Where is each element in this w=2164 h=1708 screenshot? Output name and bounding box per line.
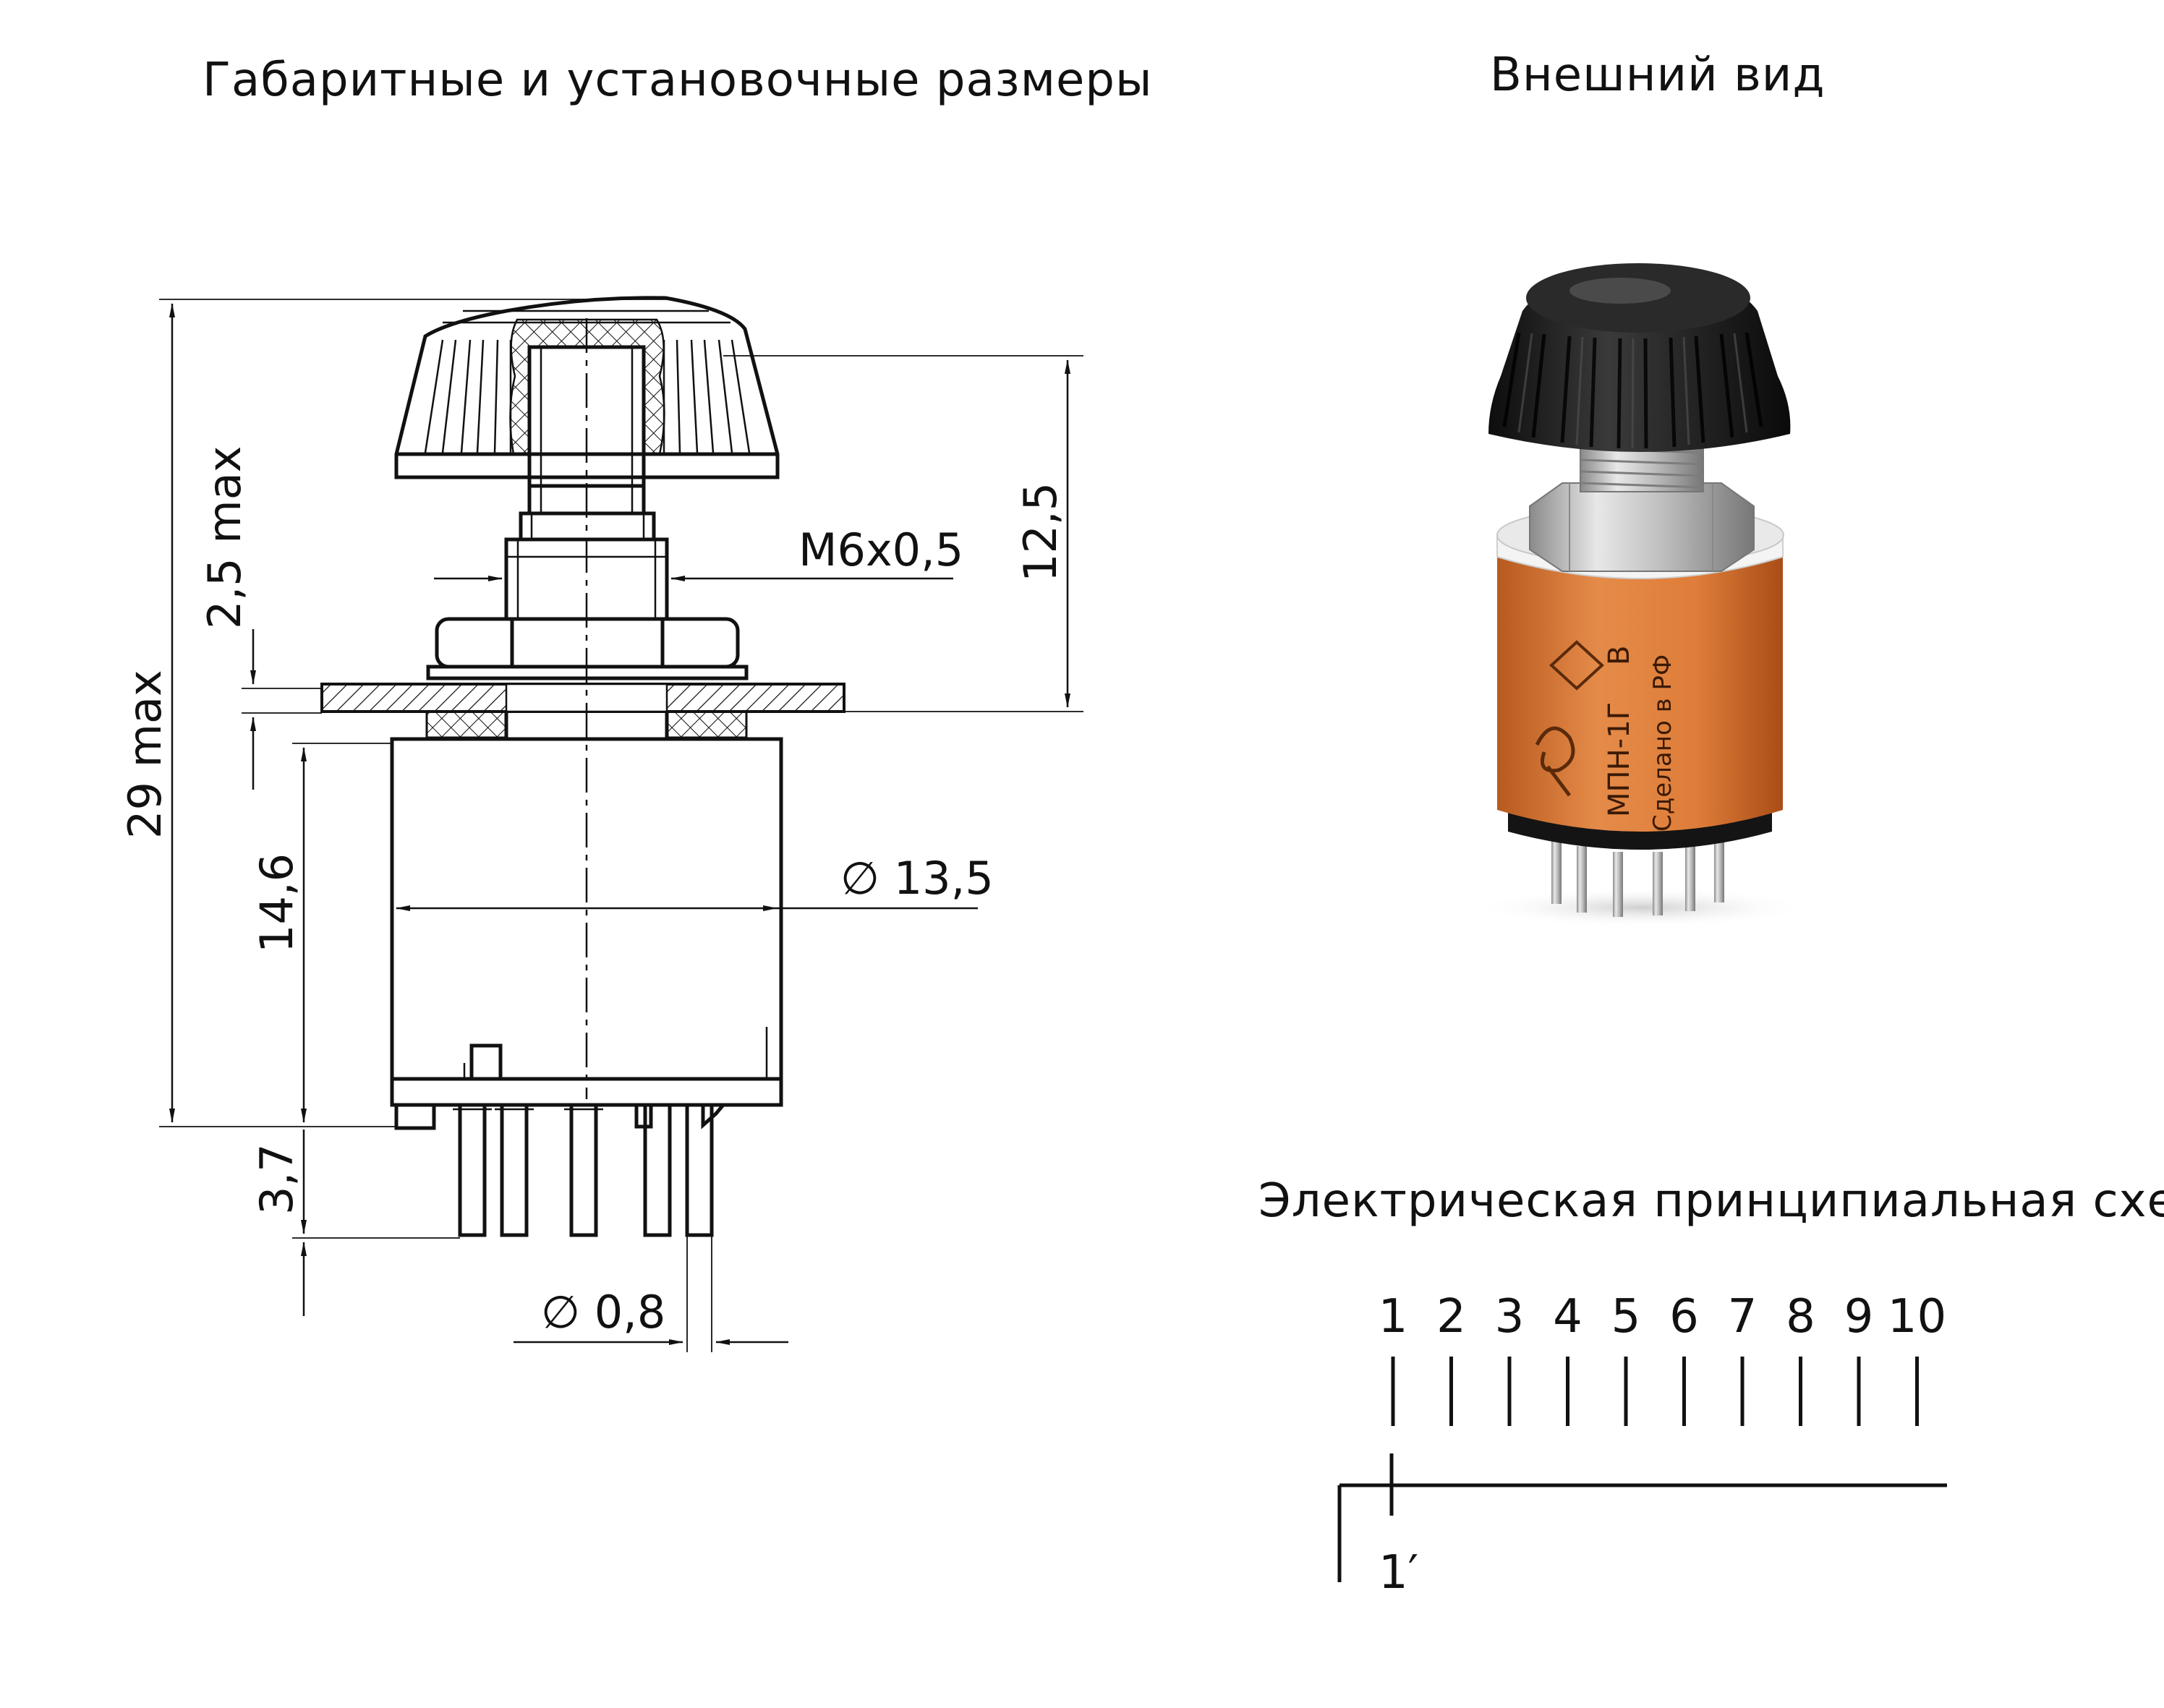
photo-grade-text: В <box>1603 646 1636 665</box>
dim-panel-thickness: 2,5 max <box>198 446 322 790</box>
terminal-label-10: 10 <box>1888 1290 1946 1344</box>
terminal-label-3: 3 <box>1495 1290 1525 1344</box>
photo-knob <box>1488 263 1791 452</box>
dim-body-height-label: 14,6 <box>250 853 303 953</box>
drawing-title: Габаритные и установочные размеры <box>203 54 1153 107</box>
seal-washer <box>425 710 748 739</box>
terminal-label-6: 6 <box>1669 1290 1699 1344</box>
dim-total-height-label: 29 max <box>119 670 171 839</box>
dim-pin-length: 3,7 <box>250 1130 460 1316</box>
photo-label: МПН-1Г В Сделано в РФ <box>1535 640 1677 832</box>
terminal-label-4: 4 <box>1553 1290 1582 1344</box>
photo-pins <box>1551 839 1724 917</box>
dim-body-diameter-label: ∅ 13,5 <box>840 852 994 905</box>
dim-thread-label: M6x0,5 <box>798 524 963 576</box>
product-photo: МПН-1Г В Сделано в РФ <box>1475 263 1808 928</box>
terminal-lines <box>1391 1357 1919 1426</box>
terminal-label-5: 5 <box>1611 1290 1641 1344</box>
photo-orange-body <box>1497 546 1783 832</box>
terminal-label-8: 8 <box>1786 1290 1815 1344</box>
terminal-label-2: 2 <box>1436 1290 1466 1344</box>
terminal-label-7: 7 <box>1728 1290 1758 1344</box>
photo-origin-text: Сделано в РФ <box>1648 654 1677 832</box>
appearance-title: Внешний вид <box>1490 48 1826 102</box>
photo-model-text: МПН-1Г <box>1603 702 1636 817</box>
mounting-panel <box>320 683 845 713</box>
terminal-label-9: 9 <box>1844 1290 1874 1344</box>
dim-thread: M6x0,5 <box>434 524 963 581</box>
dim-body-diameter: ∅ 13,5 <box>396 852 994 911</box>
dim-body-height: 14,6 <box>250 743 392 1123</box>
dim-pin-diameter: ∅ 0,8 <box>514 1237 788 1352</box>
common-terminal-label: 1′ <box>1379 1546 1418 1600</box>
schematic-title: Электрическая принципиальная схема <box>1258 1174 2164 1228</box>
pins <box>453 1103 714 1237</box>
dim-shaft-height-label: 12,5 <box>1014 482 1067 582</box>
mechanical-drawing: 29 max 2,5 max 12,5 M6x0,5 14,6 <box>119 296 1083 1352</box>
dim-pin-diameter-label: ∅ 0,8 <box>541 1286 665 1338</box>
dim-pin-length-label: 3,7 <box>250 1143 303 1215</box>
dim-total-height: 29 max <box>119 299 673 1127</box>
terminal-label-1: 1 <box>1379 1290 1408 1344</box>
dim-shaft-height: 12,5 <box>723 355 1083 712</box>
dim-panel-thickness-label: 2,5 max <box>198 446 251 629</box>
